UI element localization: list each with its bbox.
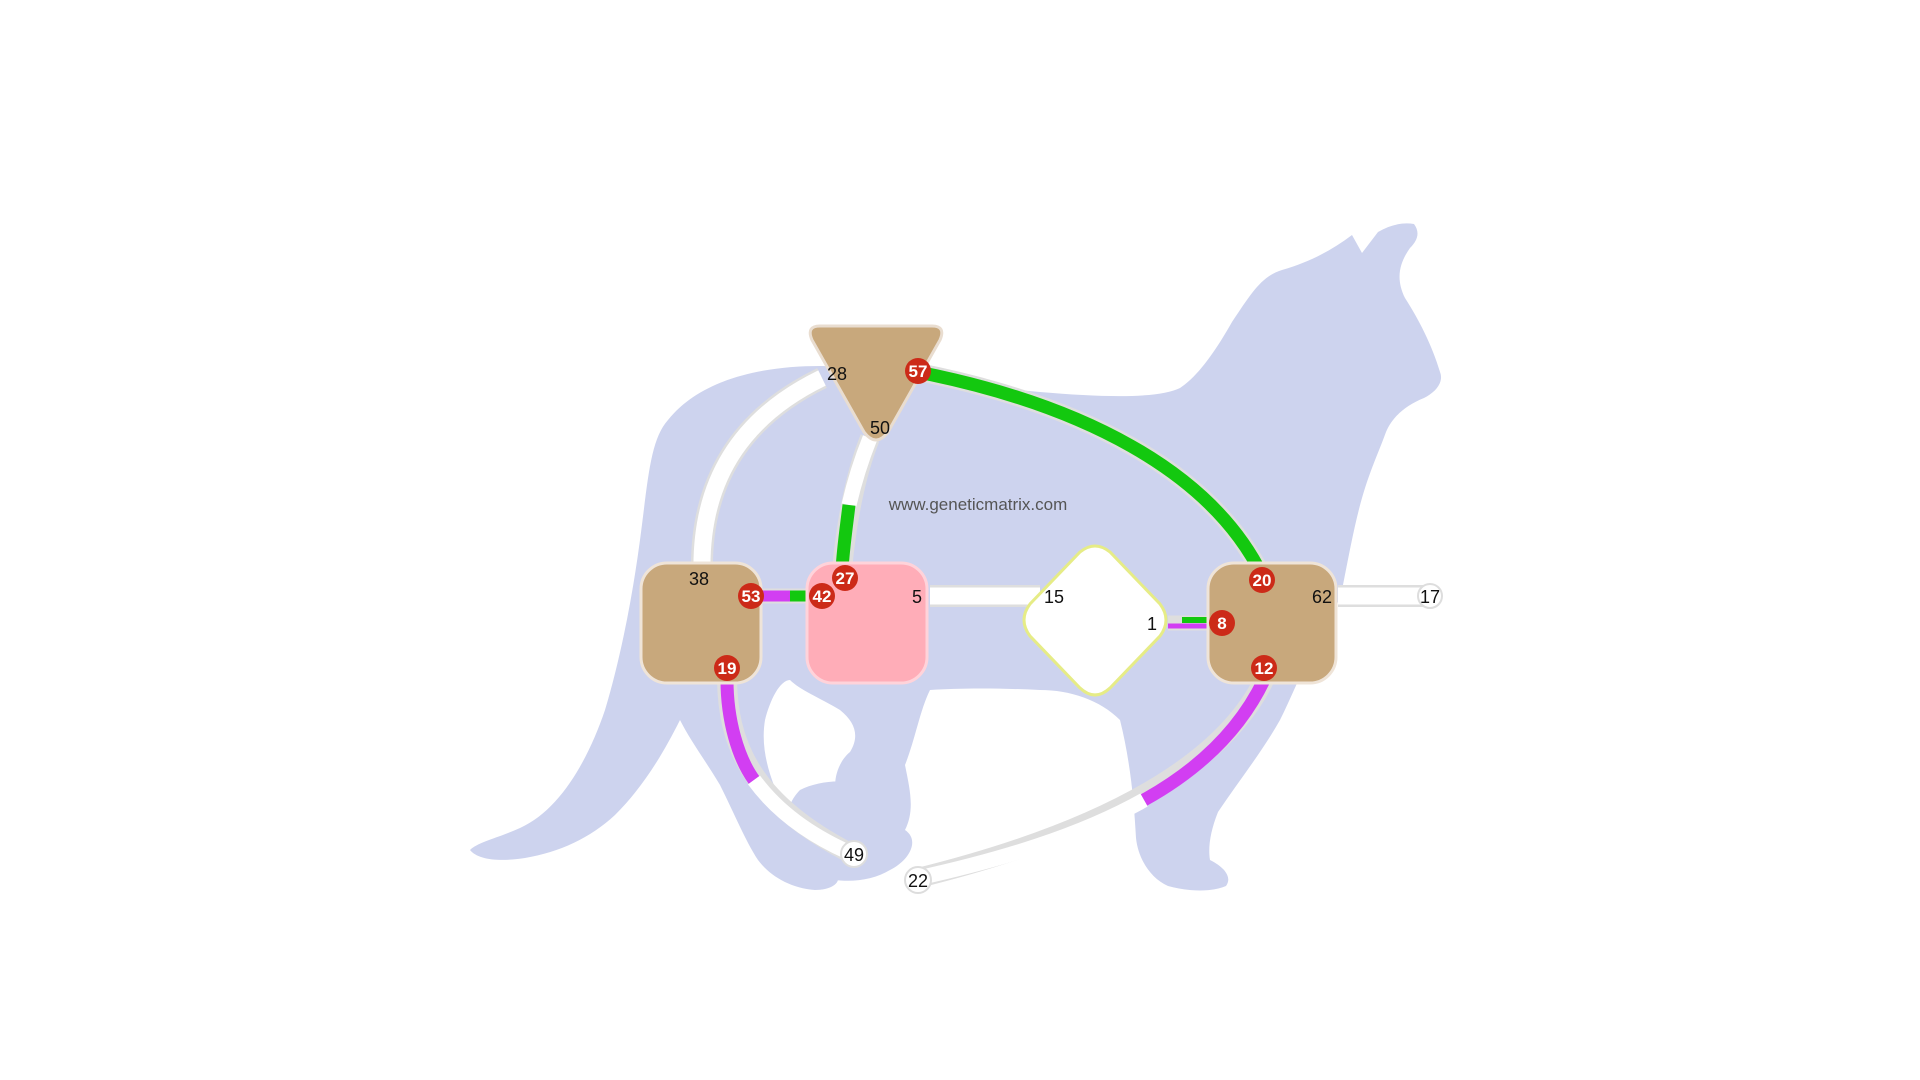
gate-57-badge[interactable] xyxy=(905,358,931,384)
gate-57-label[interactable]: 57 xyxy=(909,362,928,381)
channel-19-49 xyxy=(717,679,853,861)
active-gate-badges xyxy=(714,358,1277,681)
gate-labels: 28 57 50 38 53 19 27 42 5 15 1 20 8 62 1… xyxy=(689,362,1440,891)
gate-53-badge[interactable] xyxy=(738,583,764,609)
gate-27-label[interactable]: 27 xyxy=(836,569,855,588)
centers xyxy=(639,324,1338,697)
gate-19-badge[interactable] xyxy=(714,655,740,681)
channels xyxy=(690,363,1430,888)
gate-12-label[interactable]: 12 xyxy=(1255,659,1274,678)
pink-square-center[interactable] xyxy=(805,561,929,685)
gate-17-label[interactable]: 17 xyxy=(1420,587,1440,607)
gate-49-circle xyxy=(840,840,868,868)
gate-15-label[interactable]: 15 xyxy=(1044,587,1064,607)
gate-42-badge[interactable] xyxy=(809,583,835,609)
gate-50-label[interactable]: 50 xyxy=(870,418,890,438)
gate-22-label[interactable]: 22 xyxy=(908,871,928,891)
gate-49-label[interactable]: 49 xyxy=(844,845,864,865)
gate-19-label[interactable]: 19 xyxy=(718,659,737,678)
gate-12-badge[interactable] xyxy=(1251,655,1277,681)
gate-20-label[interactable]: 20 xyxy=(1253,571,1272,590)
triangle-center[interactable] xyxy=(808,324,944,442)
gate-28-label[interactable]: 28 xyxy=(827,364,847,384)
gate-22-circle xyxy=(904,866,932,894)
terminal-gates xyxy=(840,583,1443,894)
gate-17-circle xyxy=(1417,583,1443,609)
right-square-center[interactable] xyxy=(1206,561,1338,685)
gate-27-badge[interactable] xyxy=(832,565,858,591)
cat-silhouette xyxy=(470,223,1442,891)
gate-53-label[interactable]: 53 xyxy=(742,587,761,606)
gate-1-label[interactable]: 1 xyxy=(1147,614,1157,634)
channel-28-38 xyxy=(690,368,827,573)
channel-57-20 xyxy=(916,363,1271,580)
gate-5-label[interactable]: 5 xyxy=(912,587,922,607)
gate-62-label[interactable]: 62 xyxy=(1312,587,1332,607)
watermark-text: www.geneticmatrix.com xyxy=(888,495,1068,514)
white-diamond-center[interactable] xyxy=(1022,544,1168,697)
gate-20-badge[interactable] xyxy=(1249,567,1275,593)
gate-38-label[interactable]: 38 xyxy=(689,569,709,589)
left-square-center[interactable] xyxy=(639,561,763,685)
channel-12-22 xyxy=(915,675,1273,888)
gate-8-badge[interactable] xyxy=(1209,610,1235,636)
gate-42-label[interactable]: 42 xyxy=(813,587,832,606)
gate-8-label[interactable]: 8 xyxy=(1217,614,1226,633)
channel-1-8 xyxy=(1168,615,1212,631)
